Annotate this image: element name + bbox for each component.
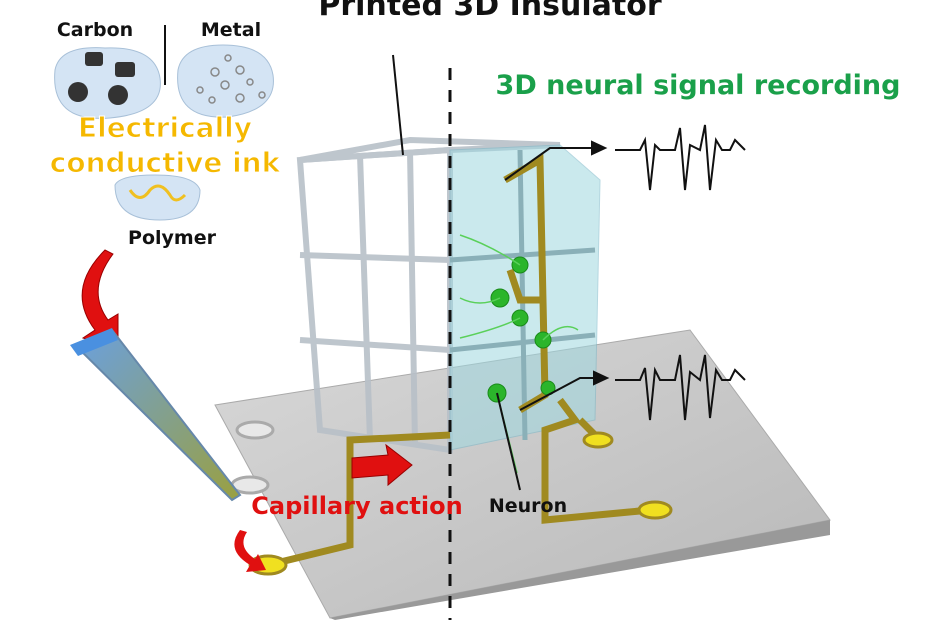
neural-waveform-bottom	[615, 354, 746, 421]
recording-arrow-icon	[504, 140, 610, 411]
recording-label: 3D neural signal recording	[496, 70, 901, 101]
metal-label: Metal	[201, 19, 261, 41]
polymer-blob	[114, 174, 201, 221]
electrode-pad	[637, 500, 673, 520]
neurites	[459, 234, 579, 474]
pipette-tip-icon	[70, 328, 242, 502]
title-pointer	[392, 54, 404, 156]
recording-frame	[449, 149, 596, 441]
electrode-pad	[582, 431, 614, 449]
neuron-label: Neuron	[489, 495, 567, 517]
capillary-arrow-icon	[351, 443, 413, 487]
carbon-label: Carbon	[57, 19, 133, 41]
carbon-particles-icon	[68, 52, 135, 105]
capillary-label: Capillary action	[251, 492, 462, 520]
title-label: Printed 3D Insulator	[318, 0, 661, 23]
ink-label-line2: conductive ink	[50, 146, 282, 179]
polymer-chains-icon	[128, 184, 187, 202]
metal-particles-icon	[196, 54, 266, 104]
neural-waveform-top	[615, 124, 746, 191]
carbon-blob	[54, 47, 161, 119]
neuron-pointer	[496, 392, 521, 491]
inlet-well	[235, 420, 275, 440]
polymer-label: Polymer	[128, 227, 217, 249]
substrate-edge	[330, 520, 830, 620]
ink-label-line1: Electrically	[78, 111, 252, 144]
red-curved-arrow-icon	[234, 530, 266, 572]
